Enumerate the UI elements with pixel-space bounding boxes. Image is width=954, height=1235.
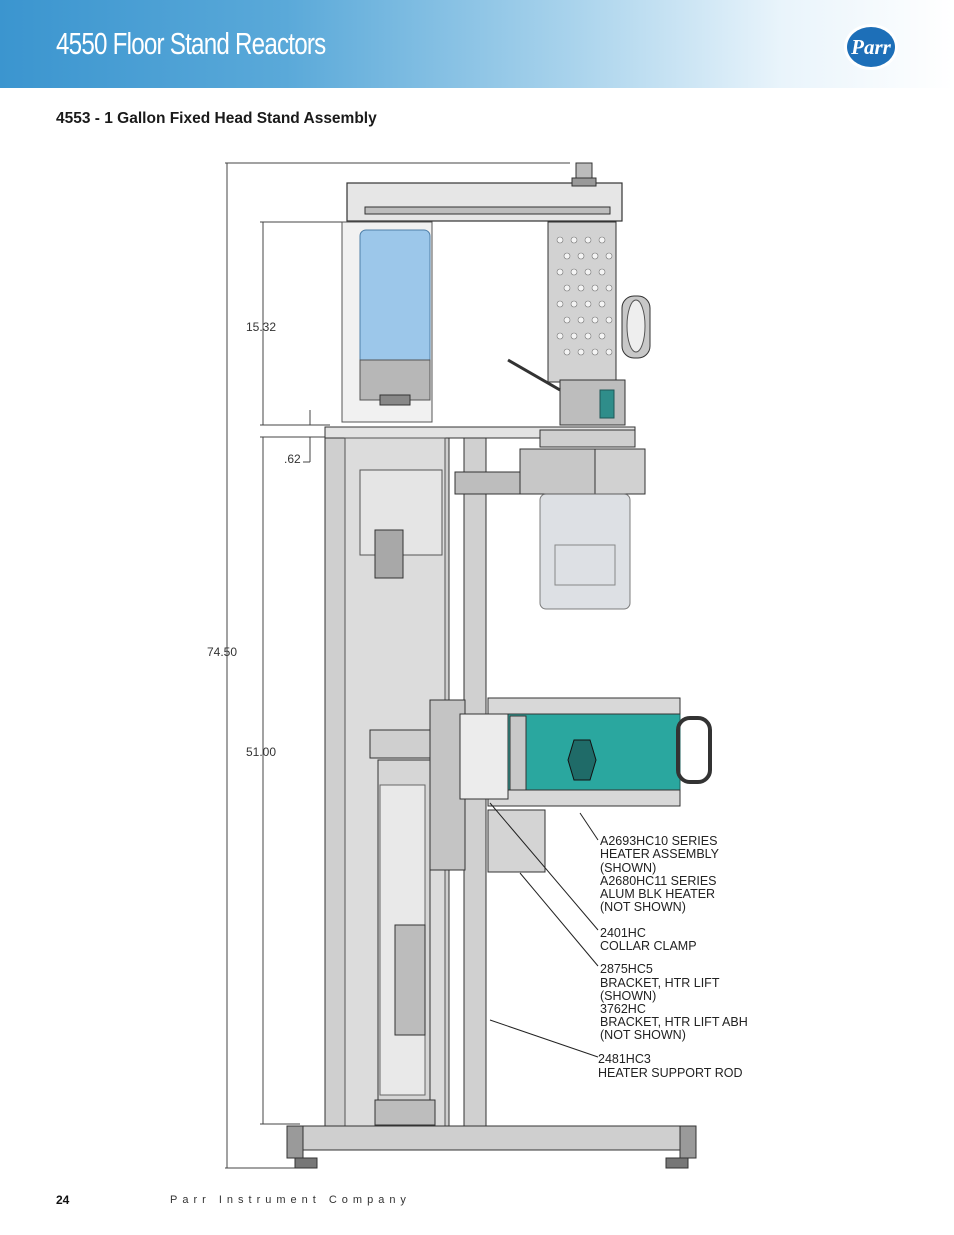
svg-text:2401HC: 2401HC xyxy=(600,926,646,940)
svg-text:ALUM BLK HEATER: ALUM BLK HEATER xyxy=(600,887,715,901)
svg-text:(SHOWN): (SHOWN) xyxy=(600,861,656,875)
dimension-lines xyxy=(225,162,570,1169)
dimension-15-32: 15.32 xyxy=(246,320,276,334)
leader-lines xyxy=(489,802,599,1058)
dimension-74-50: 74.50 xyxy=(207,645,237,659)
dimension-0-62: .62 xyxy=(284,452,301,466)
callout-heater-lift-bracket: 2875HC5 BRACKET, HTR LIFT (SHOWN) 3762HC… xyxy=(600,962,748,1042)
callout-heater-assembly: A2693HC10 SERIES HEATER ASSEMBLY (SHOWN)… xyxy=(600,834,720,914)
svg-text:2481HC3: 2481HC3 xyxy=(598,1052,651,1066)
callout-collar-clamp: 2401HC COLLAR CLAMP xyxy=(600,926,697,953)
page-header: 4550 Floor Stand Reactors Parr xyxy=(0,0,954,88)
svg-text:A2680HC11 SERIES: A2680HC11 SERIES xyxy=(600,874,717,888)
svg-text:(NOT SHOWN): (NOT SHOWN) xyxy=(600,1028,686,1042)
svg-text:2875HC5: 2875HC5 xyxy=(600,962,653,976)
svg-text:BRACKET, HTR LIFT ABH: BRACKET, HTR LIFT ABH xyxy=(600,1015,748,1029)
svg-text:BRACKET, HTR LIFT: BRACKET, HTR LIFT xyxy=(600,976,720,990)
svg-text:(SHOWN): (SHOWN) xyxy=(600,989,656,1003)
svg-text:COLLAR CLAMP: COLLAR CLAMP xyxy=(600,939,697,953)
svg-text:HEATER SUPPORT ROD: HEATER SUPPORT ROD xyxy=(598,1066,742,1080)
svg-text:(NOT SHOWN): (NOT SHOWN) xyxy=(600,900,686,914)
logo-text: Parr xyxy=(850,35,892,59)
parr-logo: Parr xyxy=(844,24,898,70)
svg-text:3762HC: 3762HC xyxy=(600,1002,646,1016)
svg-text:HEATER ASSEMBLY: HEATER ASSEMBLY xyxy=(600,847,720,861)
dimension-51-00: 51.00 xyxy=(246,745,276,759)
page-number: 24 xyxy=(56,1193,70,1207)
svg-text:A2693HC10 SERIES: A2693HC10 SERIES xyxy=(600,834,717,848)
page-title: 4550 Floor Stand Reactors xyxy=(56,26,326,61)
callout-heater-support-rod: 2481HC3 HEATER SUPPORT ROD xyxy=(598,1052,742,1080)
section-title: 4553 - 1 Gallon Fixed Head Stand Assembl… xyxy=(56,110,377,127)
footer-company: Parr Instrument Company xyxy=(170,1194,411,1206)
